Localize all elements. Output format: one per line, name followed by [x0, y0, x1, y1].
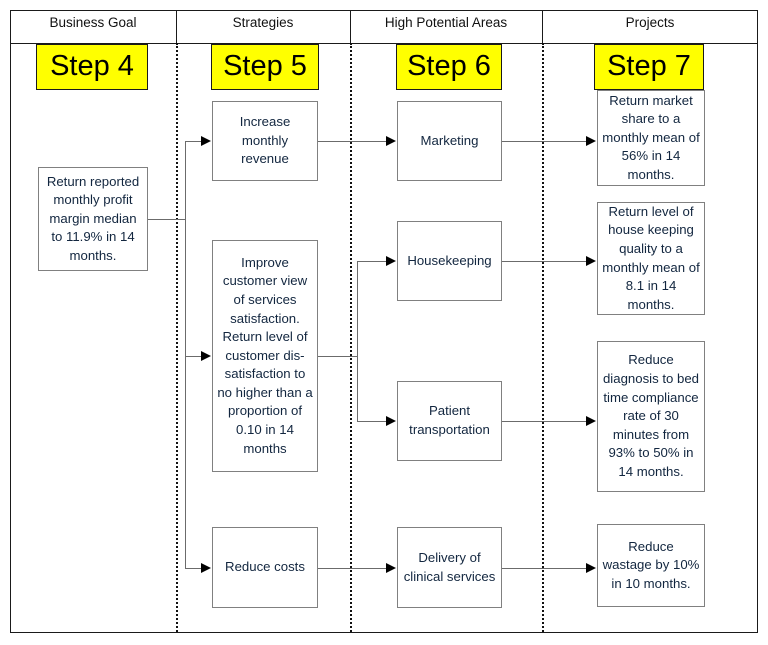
- arrowhead-project-4: [586, 562, 596, 573]
- node-project-diagnosis-to-bed-time[interactable]: Reduce diagnosis to bed time compliance …: [597, 341, 705, 492]
- connector-trunk-strategies: [185, 141, 186, 569]
- connector-housekeeping-to-project2: [502, 261, 591, 262]
- node-area-3-label: Patient transportation: [409, 403, 490, 437]
- node-area-patient-transportation[interactable]: Patient transportation: [397, 381, 502, 461]
- node-area-marketing[interactable]: Marketing: [397, 101, 502, 181]
- node-strategy-1-label: Increase monthly revenue: [239, 114, 291, 167]
- node-project-house-keeping-quality[interactable]: Return level of house keeping quality to…: [597, 202, 705, 315]
- node-project-market-share[interactable]: Return market share to a monthly mean of…: [597, 90, 705, 186]
- node-business-goal[interactable]: Return reported monthly profit margin me…: [38, 167, 148, 271]
- connector-delivery-to-project4: [502, 568, 591, 569]
- connector-strategy3-to-delivery: [318, 568, 391, 569]
- node-strategy-2-label: Improve customer view of services satisf…: [217, 254, 313, 456]
- arrowhead-strategy-2: [201, 350, 211, 361]
- arrowhead-project-3: [586, 415, 596, 426]
- connector-trunk-high-potential: [357, 261, 358, 421]
- node-area-2-label: Housekeeping: [407, 252, 492, 268]
- node-project-4-label: Reduce wastage by 10% in 10 months.: [602, 538, 700, 591]
- arrowhead-project-1: [586, 135, 596, 146]
- connector-trunk-to-strategy-2: [185, 356, 207, 357]
- step-badge-5: Step 5: [211, 44, 319, 90]
- step-badge-7: Step 7: [594, 44, 704, 90]
- arrowhead-project-2: [586, 255, 596, 266]
- arrowhead-patient-transportation: [386, 415, 396, 426]
- connector-trunk-to-strategy-1: [185, 141, 207, 142]
- header-divider-3: [542, 10, 543, 44]
- diagram-outer-border: [10, 10, 758, 633]
- node-strategy-improve-customer-view[interactable]: Improve customer view of services satisf…: [212, 240, 318, 472]
- header-divider-2: [350, 10, 351, 44]
- connector-goal-to-trunk: [148, 219, 186, 220]
- connector-marketing-to-project1: [502, 141, 591, 142]
- arrowhead-strategy-3: [201, 562, 211, 573]
- node-area-1-label: Marketing: [420, 132, 479, 148]
- header-divider-1: [176, 10, 177, 44]
- node-strategy-reduce-costs[interactable]: Reduce costs: [212, 527, 318, 608]
- arrowhead-delivery: [386, 562, 396, 573]
- node-area-housekeeping[interactable]: Housekeeping: [397, 221, 502, 301]
- connector-trunk-to-patient-transportation: [357, 421, 391, 422]
- node-project-2-label: Return level of house keeping quality to…: [602, 203, 700, 312]
- node-project-3-label: Reduce diagnosis to bed time compliance …: [602, 352, 700, 479]
- node-project-1-label: Return market share to a monthly mean of…: [602, 92, 700, 182]
- node-strategy-increase-monthly-revenue[interactable]: Increase monthly revenue: [212, 101, 318, 181]
- column-title-strategies: Strategies: [232, 15, 294, 30]
- arrowhead-housekeeping: [386, 255, 396, 266]
- column-title-projects: Projects: [625, 15, 675, 30]
- node-business-goal-label: Return reported monthly profit margin me…: [46, 173, 140, 263]
- arrowhead-strategy-1: [201, 135, 211, 146]
- connector-strategy1-to-marketing: [318, 141, 391, 142]
- connector-trunk-to-housekeeping: [357, 261, 391, 262]
- connector-trunk-to-strategy-3: [185, 568, 207, 569]
- node-project-reduce-wastage[interactable]: Reduce wastage by 10% in 10 months.: [597, 524, 705, 607]
- node-area-4-label: Delivery of clinical services: [403, 549, 496, 584]
- swimlane-divider-3: [542, 43, 544, 632]
- connector-patient-transportation-to-project3: [502, 421, 591, 422]
- step-badge-6: Step 6: [396, 44, 502, 90]
- column-title-high-potential-areas: High Potential Areas: [384, 15, 508, 30]
- node-area-delivery-of-clinical-services[interactable]: Delivery of clinical services: [397, 527, 502, 608]
- swimlane-divider-2: [350, 43, 352, 632]
- step-badge-4: Step 4: [36, 44, 148, 90]
- column-title-business-goal: Business Goal: [49, 15, 137, 30]
- node-strategy-3-label: Reduce costs: [225, 559, 305, 575]
- arrowhead-marketing: [386, 135, 396, 146]
- connector-strategy2-to-trunk: [318, 356, 358, 357]
- swimlane-divider-1: [176, 43, 178, 632]
- header-separator-line: [10, 43, 758, 44]
